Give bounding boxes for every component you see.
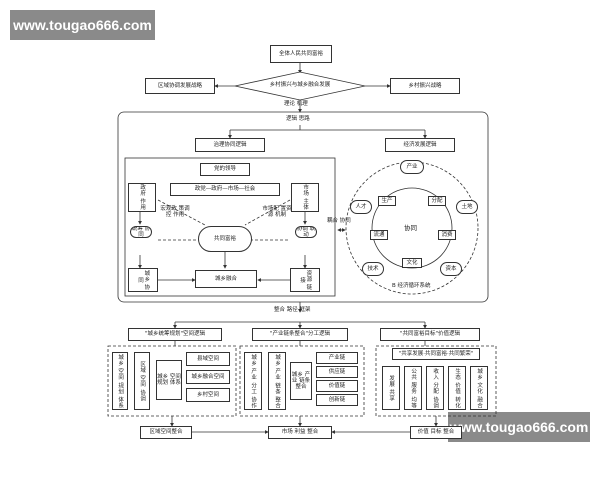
path3-sub: "共享发展·共同富裕·共同繁荣"	[392, 348, 480, 360]
economy-inner-circle	[371, 187, 453, 269]
path1-title: "城乡统筹规划"空间逻辑	[128, 328, 222, 341]
right-note: 市场配 置资源 机制	[262, 206, 292, 219]
path2-middle: 城乡 产业 链条 整合	[290, 362, 312, 400]
coupling-label: 耦合 协同	[327, 218, 351, 224]
bottom-left-box: 城乡 协同	[128, 268, 158, 292]
watermark-top: www.tougao666.com	[10, 10, 155, 40]
path1-col2: 区域 空间 协调	[134, 352, 150, 410]
logic-label: 逻辑 思路	[286, 116, 310, 122]
economy-inner-5: 文化	[402, 258, 422, 268]
path3-item-3: 收入 分配 协调	[426, 366, 444, 410]
path2-item-2: 供应链	[316, 366, 358, 378]
path-frame-2	[239, 345, 365, 417]
economy-inner-4: 消费	[438, 230, 456, 240]
right-strategy-box: 乡村振兴战略	[390, 78, 460, 94]
economy-node-2: 人才	[350, 200, 372, 214]
path2-bottom: 市场 利益 整合	[268, 426, 332, 439]
path2-col2: 城乡 产业 链条 整合	[268, 352, 286, 410]
path2-item-1: 产业链	[316, 352, 358, 364]
goal-box: 全体人民共同富裕	[270, 45, 332, 63]
economy-title: 经济发展逻辑	[385, 138, 455, 152]
path3-bottom: 价值 目标 整合	[410, 426, 462, 439]
market-box: 市场 主体	[291, 183, 319, 212]
path2-item-4: 创新链	[316, 394, 358, 406]
economy-center: 协同	[404, 224, 417, 232]
strategy-label: 乡村振兴与城乡融合发展	[269, 82, 331, 88]
path1-item-2: 城乡融合空间	[186, 370, 230, 384]
left-note: 宏观政 策调控 作用	[160, 206, 190, 219]
party-box: 党的领导	[200, 163, 250, 176]
theory-label: 理论 机理	[284, 101, 308, 107]
governance-title: 治理协同逻辑	[195, 138, 265, 152]
chain-box: 政党—政府—市场—社会	[170, 183, 280, 196]
economy-node-1: 产业	[400, 160, 424, 174]
economy-node-3: 土地	[456, 200, 478, 214]
economy-caption: B 经济循环系统	[392, 283, 431, 289]
gov-box: 政府 作用	[128, 183, 156, 212]
path1-item-1: 县域空间	[186, 352, 230, 366]
left-strategy-box: 区域协调发展战略	[145, 78, 215, 94]
path2-title: "产业链条整合"分工逻辑	[252, 328, 348, 341]
framework-title: 整合 路径 框架	[274, 307, 311, 313]
governance-frame	[124, 157, 336, 297]
path2-col: 城乡 产业 分工 协作	[244, 352, 262, 410]
mechanism-box: 城乡融合	[195, 270, 257, 288]
economy-inner-3: 流通	[370, 230, 388, 240]
watermark-bottom: www.tougao666.com	[448, 412, 590, 442]
path3-item-5: 城乡 文化 融合	[470, 366, 488, 410]
economy-node-5: 资本	[440, 262, 462, 276]
bottom-right-box: 资源 链接	[290, 268, 320, 292]
path1-col: 城乡 空间 规划 体系	[112, 352, 128, 410]
economy-inner-2: 分配	[428, 196, 446, 206]
common-prosperity-node: 共同富裕	[198, 226, 252, 252]
economy-inner-1: 生产	[378, 196, 396, 206]
path3-item-1: 发展 共享	[382, 366, 400, 410]
path2-item-3: 价值链	[316, 380, 358, 392]
sub-left-node: 统筹 协同	[130, 226, 152, 238]
path3-item-4: 生态 价值 转化	[448, 366, 466, 410]
sub-right-node: 协调 联动	[295, 226, 317, 238]
path1-system: 城乡 空间 规划 体系	[156, 360, 182, 400]
path1-item-3: 乡村空间	[186, 388, 230, 402]
path3-item-2: 公共 服务 均等	[404, 366, 422, 410]
path1-bottom: 区域空间整合	[140, 426, 192, 439]
logic-container	[117, 111, 489, 303]
economy-node-4: 技术	[362, 262, 384, 276]
path3-title: "共同富裕目标"价值逻辑	[380, 328, 480, 341]
